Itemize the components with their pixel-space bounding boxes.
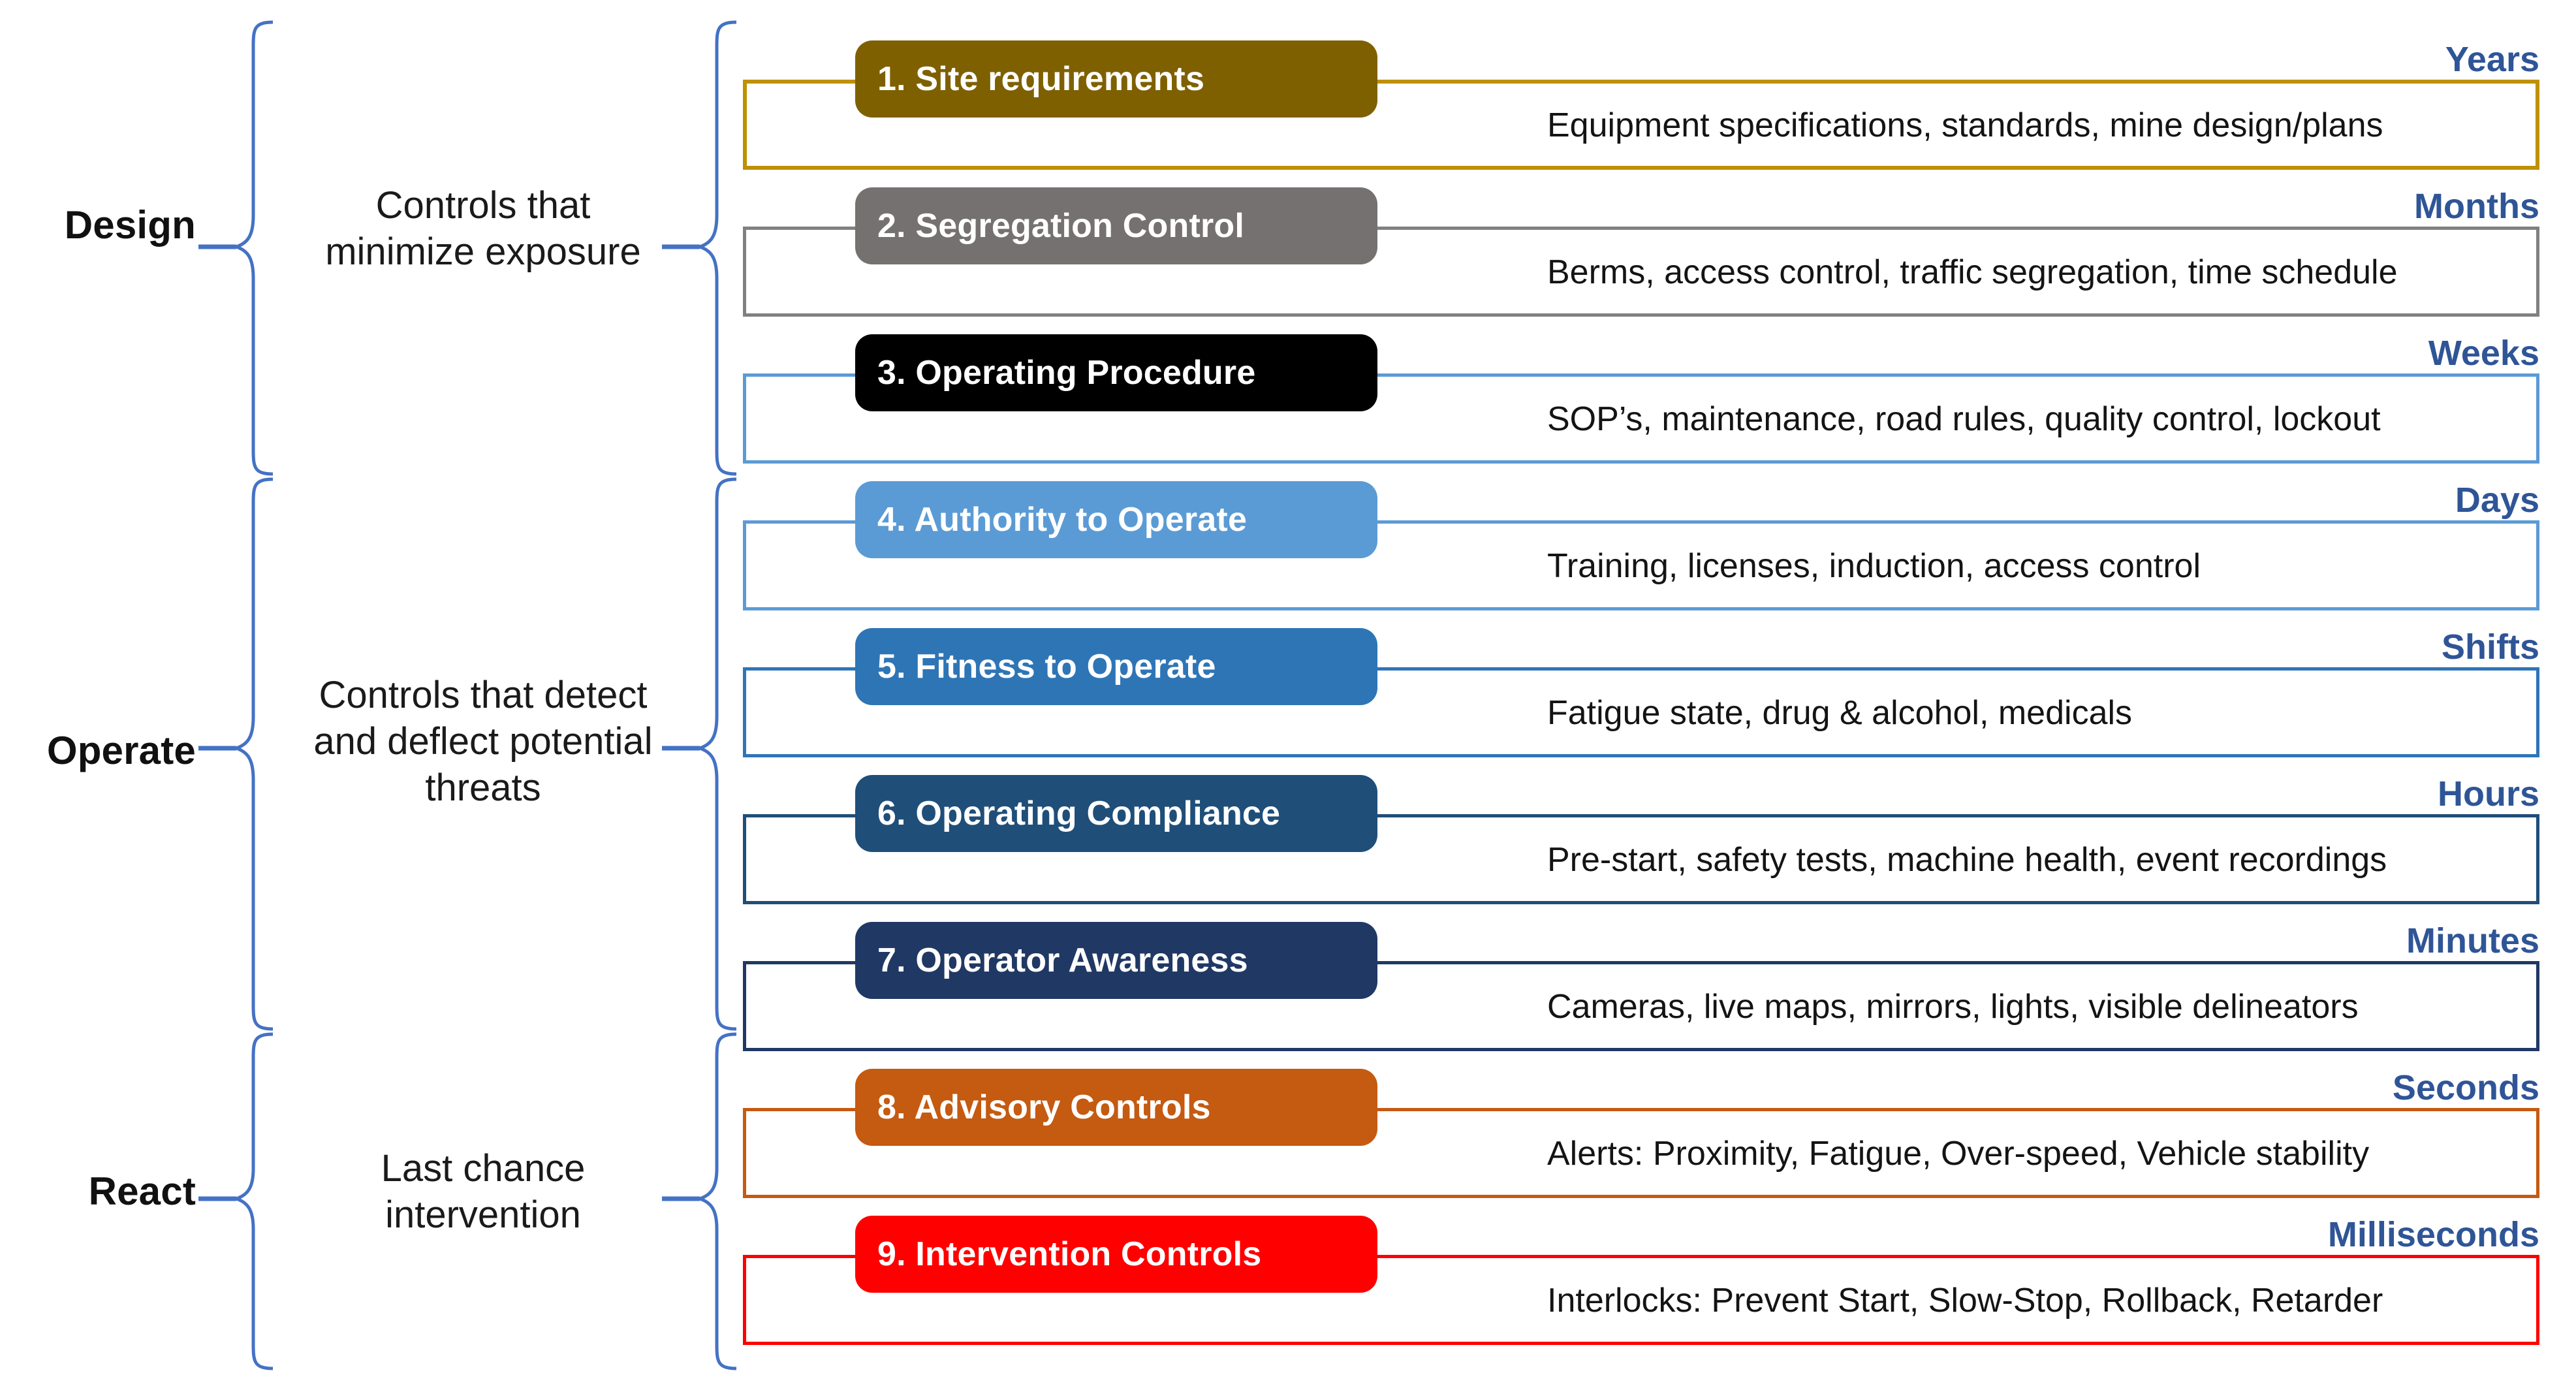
row-description-5: Fatigue state, drug & alcohol, medicals bbox=[1547, 694, 2133, 732]
row-description-3: SOP’s, maintenance, road rules, quality … bbox=[1547, 400, 2381, 438]
time-label-days: Days bbox=[2455, 481, 2539, 520]
row-description-2: Berms, access control, traffic segregati… bbox=[1547, 253, 2398, 291]
row-chip-label-4: 4. Authority to Operate bbox=[877, 501, 1248, 539]
time-label-seconds: Seconds bbox=[2392, 1068, 2539, 1107]
time-label-months: Months bbox=[2414, 187, 2539, 226]
row-chip-label-6: 6. Operating Compliance bbox=[877, 795, 1281, 832]
row-description-1: Equipment specifications, standards, min… bbox=[1547, 106, 2383, 144]
brace-outer-react bbox=[196, 1032, 281, 1371]
row-description-7: Cameras, live maps, mirrors, lights, vis… bbox=[1547, 988, 2359, 1026]
row-chip-label-8: 8. Advisory Controls bbox=[877, 1088, 1211, 1126]
row-chip-4[interactable]: 4. Authority to Operate bbox=[855, 481, 1377, 558]
row-chip-label-2: 2. Segregation Control bbox=[877, 207, 1245, 245]
row-chip-label-9: 9. Intervention Controls bbox=[877, 1235, 1262, 1273]
row-chip-9[interactable]: 9. Intervention Controls bbox=[855, 1216, 1377, 1293]
brace-outer-operate bbox=[196, 477, 281, 1032]
stage-name-react: React bbox=[88, 1169, 196, 1213]
time-label-milliseconds: Milliseconds bbox=[2327, 1215, 2539, 1254]
brace-inner-design bbox=[659, 20, 744, 477]
row-chip-label-5: 5. Fitness to Operate bbox=[877, 648, 1216, 686]
time-label-weeks: Weeks bbox=[2428, 334, 2539, 373]
row-description-9: Interlocks: Prevent Start, Slow-Stop, Ro… bbox=[1547, 1282, 2383, 1320]
row-chip-1[interactable]: 1. Site requirements bbox=[855, 40, 1377, 118]
row-chip-2[interactable]: 2. Segregation Control bbox=[855, 187, 1377, 264]
time-label-years: Years bbox=[2445, 40, 2539, 79]
row-description-4: Training, licenses, induction, access co… bbox=[1547, 547, 2201, 585]
row-chip-5[interactable]: 5. Fitness to Operate bbox=[855, 628, 1377, 705]
time-label-hours: Hours bbox=[2437, 774, 2539, 814]
row-description-8: Alerts: Proximity, Fatigue, Over-speed, … bbox=[1547, 1135, 2370, 1173]
row-chip-7[interactable]: 7. Operator Awareness bbox=[855, 922, 1377, 999]
row-description-6: Pre-start, safety tests, machine health,… bbox=[1547, 841, 2387, 879]
time-label-minutes: Minutes bbox=[2406, 921, 2539, 960]
row-chip-3[interactable]: 3. Operating Procedure bbox=[855, 334, 1377, 411]
brace-outer-design bbox=[196, 20, 281, 477]
row-chip-label-3: 3. Operating Procedure bbox=[877, 354, 1256, 392]
brace-inner-operate bbox=[659, 477, 744, 1032]
stage-name-operate: Operate bbox=[46, 729, 196, 772]
row-chip-6[interactable]: 6. Operating Compliance bbox=[855, 775, 1377, 852]
row-chip-8[interactable]: 8. Advisory Controls bbox=[855, 1069, 1377, 1146]
time-label-shifts: Shifts bbox=[2441, 627, 2539, 667]
row-chip-label-7: 7. Operator Awareness bbox=[877, 941, 1248, 979]
row-chip-label-1: 1. Site requirements bbox=[877, 60, 1205, 98]
stage-name-design: Design bbox=[64, 203, 196, 247]
brace-inner-react bbox=[659, 1032, 744, 1371]
